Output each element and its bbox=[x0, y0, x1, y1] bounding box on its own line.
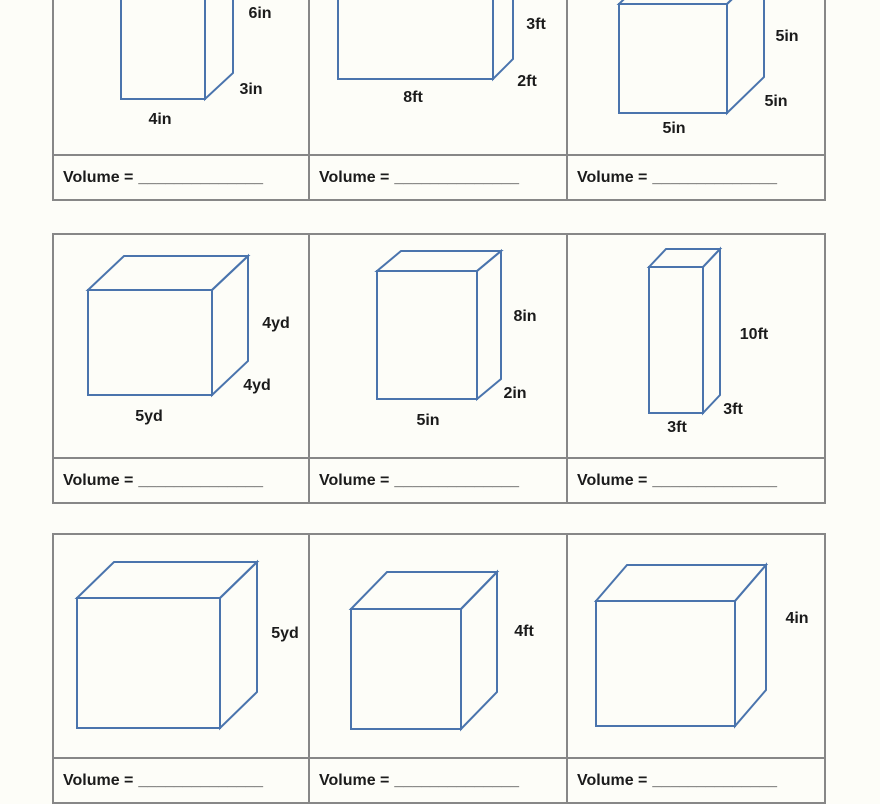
rectangular-prism-drawing bbox=[337, 0, 514, 82]
dimension-label: 3ft bbox=[723, 401, 743, 418]
volume-label: Volume = bbox=[63, 771, 134, 789]
dimension-label: 5yd bbox=[271, 625, 299, 642]
figure-cells-row: 4yd 4yd 5yd 8in 2in 5in 10ft 3ft 3ft bbox=[54, 235, 824, 457]
rectangular-prism-drawing bbox=[74, 559, 260, 731]
dimension-label: 4ft bbox=[514, 623, 534, 640]
volume-answer-cell: Volume =______________ bbox=[310, 156, 568, 199]
rectangular-prism-drawing bbox=[646, 246, 723, 416]
volume-answer-cell: Volume =______________ bbox=[54, 459, 310, 502]
dimension-label: 3ft bbox=[667, 419, 687, 436]
volume-answer-cell: Volume =______________ bbox=[568, 459, 824, 502]
prism-figure-cell: 5in 5in 5in bbox=[568, 0, 824, 154]
volume-answer-blank: ______________ bbox=[652, 471, 777, 489]
prism-figure-cell: 6in 3in 4in bbox=[54, 0, 310, 154]
volume-answer-blank: ______________ bbox=[394, 771, 519, 789]
dimension-label: 3in bbox=[239, 81, 263, 98]
rectangular-prism-drawing bbox=[593, 562, 769, 729]
volume-answer-row: Volume =______________Volume =__________… bbox=[54, 154, 824, 199]
volume-label: Volume = bbox=[319, 771, 390, 789]
rectangular-prism-drawing bbox=[120, 0, 234, 102]
prism-figure-cell: 4yd 4yd 5yd bbox=[54, 235, 310, 457]
dimension-label: 4yd bbox=[262, 315, 290, 332]
volume-answer-blank: ______________ bbox=[138, 771, 263, 789]
volume-answer-cell: Volume =______________ bbox=[310, 759, 568, 802]
volume-answer-cell: Volume =______________ bbox=[54, 759, 310, 802]
dimension-label: 4in bbox=[785, 610, 809, 627]
figure-cells-row: 6in 3in 4in 3ft 2ft 8ft 5in 5in 5in bbox=[54, 0, 824, 154]
dimension-label: 5in bbox=[764, 93, 788, 110]
prism-figure-cell: 5yd bbox=[54, 535, 310, 757]
figure-cells-row: 5yd 4ft 4in bbox=[54, 535, 824, 757]
dimension-label: 2in bbox=[503, 385, 527, 402]
volume-label: Volume = bbox=[577, 471, 648, 489]
prism-figure-cell: 4ft bbox=[310, 535, 568, 757]
rectangular-prism-drawing bbox=[616, 0, 765, 116]
volume-answer-row: Volume =______________Volume =__________… bbox=[54, 757, 824, 802]
volume-answer-blank: ______________ bbox=[138, 168, 263, 186]
volume-label: Volume = bbox=[577, 771, 648, 789]
volume-answer-row: Volume =______________Volume =__________… bbox=[54, 457, 824, 502]
dimension-label: 8ft bbox=[403, 89, 423, 106]
dimension-label: 5in bbox=[662, 120, 686, 137]
prism-figure-cell: 3ft 2ft 8ft bbox=[310, 0, 568, 154]
prism-figure-cell: 4in bbox=[568, 535, 824, 757]
volume-label: Volume = bbox=[63, 168, 134, 186]
dimension-label: 5yd bbox=[135, 408, 163, 425]
dimension-label: 8in bbox=[513, 308, 537, 325]
dimension-label: 6in bbox=[248, 5, 272, 22]
dimension-label: 5in bbox=[416, 412, 440, 429]
volume-label: Volume = bbox=[319, 471, 390, 489]
dimension-label: 2ft bbox=[517, 73, 537, 90]
volume-answer-cell: Volume =______________ bbox=[568, 759, 824, 802]
volume-answer-blank: ______________ bbox=[394, 471, 519, 489]
volume-label: Volume = bbox=[577, 168, 648, 186]
volume-answer-blank: ______________ bbox=[652, 771, 777, 789]
rectangular-prism-drawing bbox=[374, 248, 504, 402]
volume-answer-blank: ______________ bbox=[138, 471, 263, 489]
rectangular-prism-drawing bbox=[348, 569, 500, 732]
dimension-label: 5in bbox=[775, 28, 799, 45]
volume-answer-blank: ______________ bbox=[652, 168, 777, 186]
volume-label: Volume = bbox=[63, 471, 134, 489]
volume-answer-cell: Volume =______________ bbox=[568, 156, 824, 199]
prism-figure-cell: 8in 2in 5in bbox=[310, 235, 568, 457]
dimension-label: 3ft bbox=[526, 16, 546, 33]
rectangular-prism-drawing bbox=[85, 253, 251, 398]
volume-label: Volume = bbox=[319, 168, 390, 186]
prism-figure-cell: 10ft 3ft 3ft bbox=[568, 235, 824, 457]
volume-answer-cell: Volume =______________ bbox=[54, 156, 310, 199]
volume-answer-cell: Volume =______________ bbox=[310, 459, 568, 502]
dimension-label: 10ft bbox=[739, 326, 769, 343]
volume-answer-blank: ______________ bbox=[394, 168, 519, 186]
dimension-label: 4in bbox=[148, 111, 172, 128]
dimension-label: 4yd bbox=[243, 377, 271, 394]
